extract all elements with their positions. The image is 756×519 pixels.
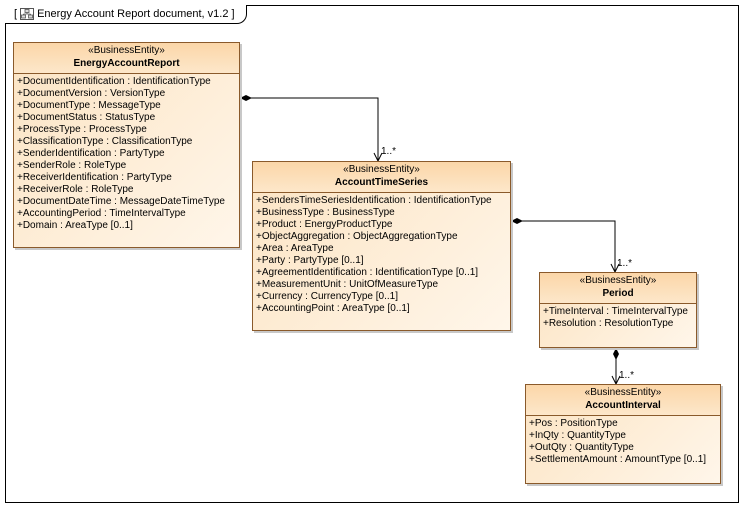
class-attribute[interactable]: +DocumentDateTime : MessageDateTimeType	[17, 196, 225, 207]
class-attribute[interactable]: +BusinessType : BusinessType	[256, 207, 395, 218]
class-attribute[interactable]: +DocumentType : MessageType	[17, 100, 161, 111]
class-header: «BusinessEntity» AccountInterval	[526, 385, 720, 416]
class-stereotype: «BusinessEntity»	[343, 164, 420, 175]
class-header: «BusinessEntity» AccountTimeSeries	[253, 162, 510, 193]
class-attribute[interactable]: +AgreementIdentification : Identificatio…	[256, 267, 479, 278]
class-attribute[interactable]: +DocumentVersion : VersionType	[17, 88, 166, 99]
class-attribute[interactable]: +Currency : CurrencyType [0..1]	[256, 291, 399, 302]
class-attribute[interactable]: +Pos : PositionType	[529, 418, 618, 429]
class-header: «BusinessEntity» EnergyAccountReport	[14, 43, 239, 74]
class-attributes: +Pos : PositionType+InQty : QuantityType…	[526, 416, 720, 466]
class-attribute[interactable]: +SenderIdentification : PartyType	[17, 148, 165, 159]
class-attribute[interactable]: +Domain : AreaType [0..1]	[17, 220, 133, 231]
class-attribute[interactable]: +TimeInterval : TimeIntervalType	[543, 306, 688, 317]
package-diagram-icon	[20, 8, 35, 20]
class-attributes: +DocumentIdentification : Identification…	[14, 74, 239, 232]
class-stereotype: «BusinessEntity»	[584, 387, 662, 398]
association-report-timeseries[interactable]	[240, 95, 383, 163]
class-attributes: +TimeInterval : TimeIntervalType+Resolut…	[540, 304, 696, 330]
multiplicity-label: 1..*	[617, 258, 633, 269]
class-name: AccountInterval	[585, 400, 661, 411]
class-name: AccountTimeSeries	[334, 177, 429, 188]
composition-diamond-icon	[511, 218, 523, 224]
class-attribute[interactable]: +ReceiverRole : RoleType	[17, 184, 134, 195]
class-attribute[interactable]: +Resolution : ResolutionType	[543, 318, 674, 329]
frame-bracket-open: [	[14, 8, 18, 20]
class-attribute[interactable]: +DocumentStatus : StatusType	[17, 112, 156, 123]
class-attribute[interactable]: +Product : EnergyProductType	[256, 219, 393, 230]
class-account-time-series[interactable]: «BusinessEntity» AccountTimeSeries +Send…	[252, 161, 511, 331]
class-attribute[interactable]: +OutQty : QuantityType	[529, 442, 634, 453]
composition-diamond-icon	[240, 95, 252, 101]
class-attribute[interactable]: +MeasurementUnit : UnitOfMeasureType	[256, 279, 439, 290]
class-attribute[interactable]: +ReceiverIdentification : PartyType	[17, 172, 172, 183]
diagram-title: Energy Account Report document, v1.2	[37, 8, 229, 20]
class-energy-account-report[interactable]: «BusinessEntity» EnergyAccountReport +Do…	[13, 42, 240, 248]
class-stereotype: «BusinessEntity»	[579, 275, 657, 286]
class-attribute[interactable]: +SenderRole : RoleType	[17, 160, 127, 171]
multiplicity-label: 1..*	[619, 370, 635, 381]
diagram-frame-tab[interactable]: [ Energy Account Report document, v1.2 ]	[5, 5, 247, 24]
composition-diamond-icon	[613, 348, 619, 360]
class-attribute[interactable]: +AccountingPeriod : TimeIntervalType	[17, 208, 186, 219]
class-attribute[interactable]: +Party : PartyType [0..1]	[256, 255, 364, 266]
multiplicity-label: 1..*	[381, 146, 397, 157]
frame-bracket-close: ]	[231, 8, 235, 20]
class-attribute[interactable]: +ObjectAggregation : ObjectAggregationTy…	[256, 231, 458, 242]
class-name: EnergyAccountReport	[73, 58, 180, 69]
class-attribute[interactable]: +ProcessType : ProcessType	[17, 124, 147, 135]
class-attribute[interactable]: +DocumentIdentification : Identification…	[17, 76, 211, 87]
class-attribute[interactable]: +AccountingPoint : AreaType [0..1]	[256, 303, 410, 314]
class-attribute[interactable]: +SendersTimeSeriesIdentification : Ident…	[256, 195, 492, 206]
class-attribute[interactable]: +ClassificationType : ClassificationType	[17, 136, 193, 147]
class-account-interval[interactable]: «BusinessEntity» AccountInterval +Pos : …	[525, 384, 721, 484]
diagram-frame	[5, 5, 739, 503]
class-attribute[interactable]: +Area : AreaType	[256, 243, 334, 254]
class-attributes: +SendersTimeSeriesIdentification : Ident…	[253, 193, 510, 315]
class-stereotype: «BusinessEntity»	[88, 45, 165, 56]
class-header: «BusinessEntity» Period	[540, 273, 696, 304]
class-attribute[interactable]: +InQty : QuantityType	[529, 430, 626, 441]
class-name: Period	[602, 288, 634, 299]
class-attribute[interactable]: +SettlementAmount : AmountType [0..1]	[529, 454, 707, 465]
class-period[interactable]: «BusinessEntity» Period +TimeInterval : …	[539, 272, 697, 348]
association-timeseries-period[interactable]	[511, 218, 620, 274]
